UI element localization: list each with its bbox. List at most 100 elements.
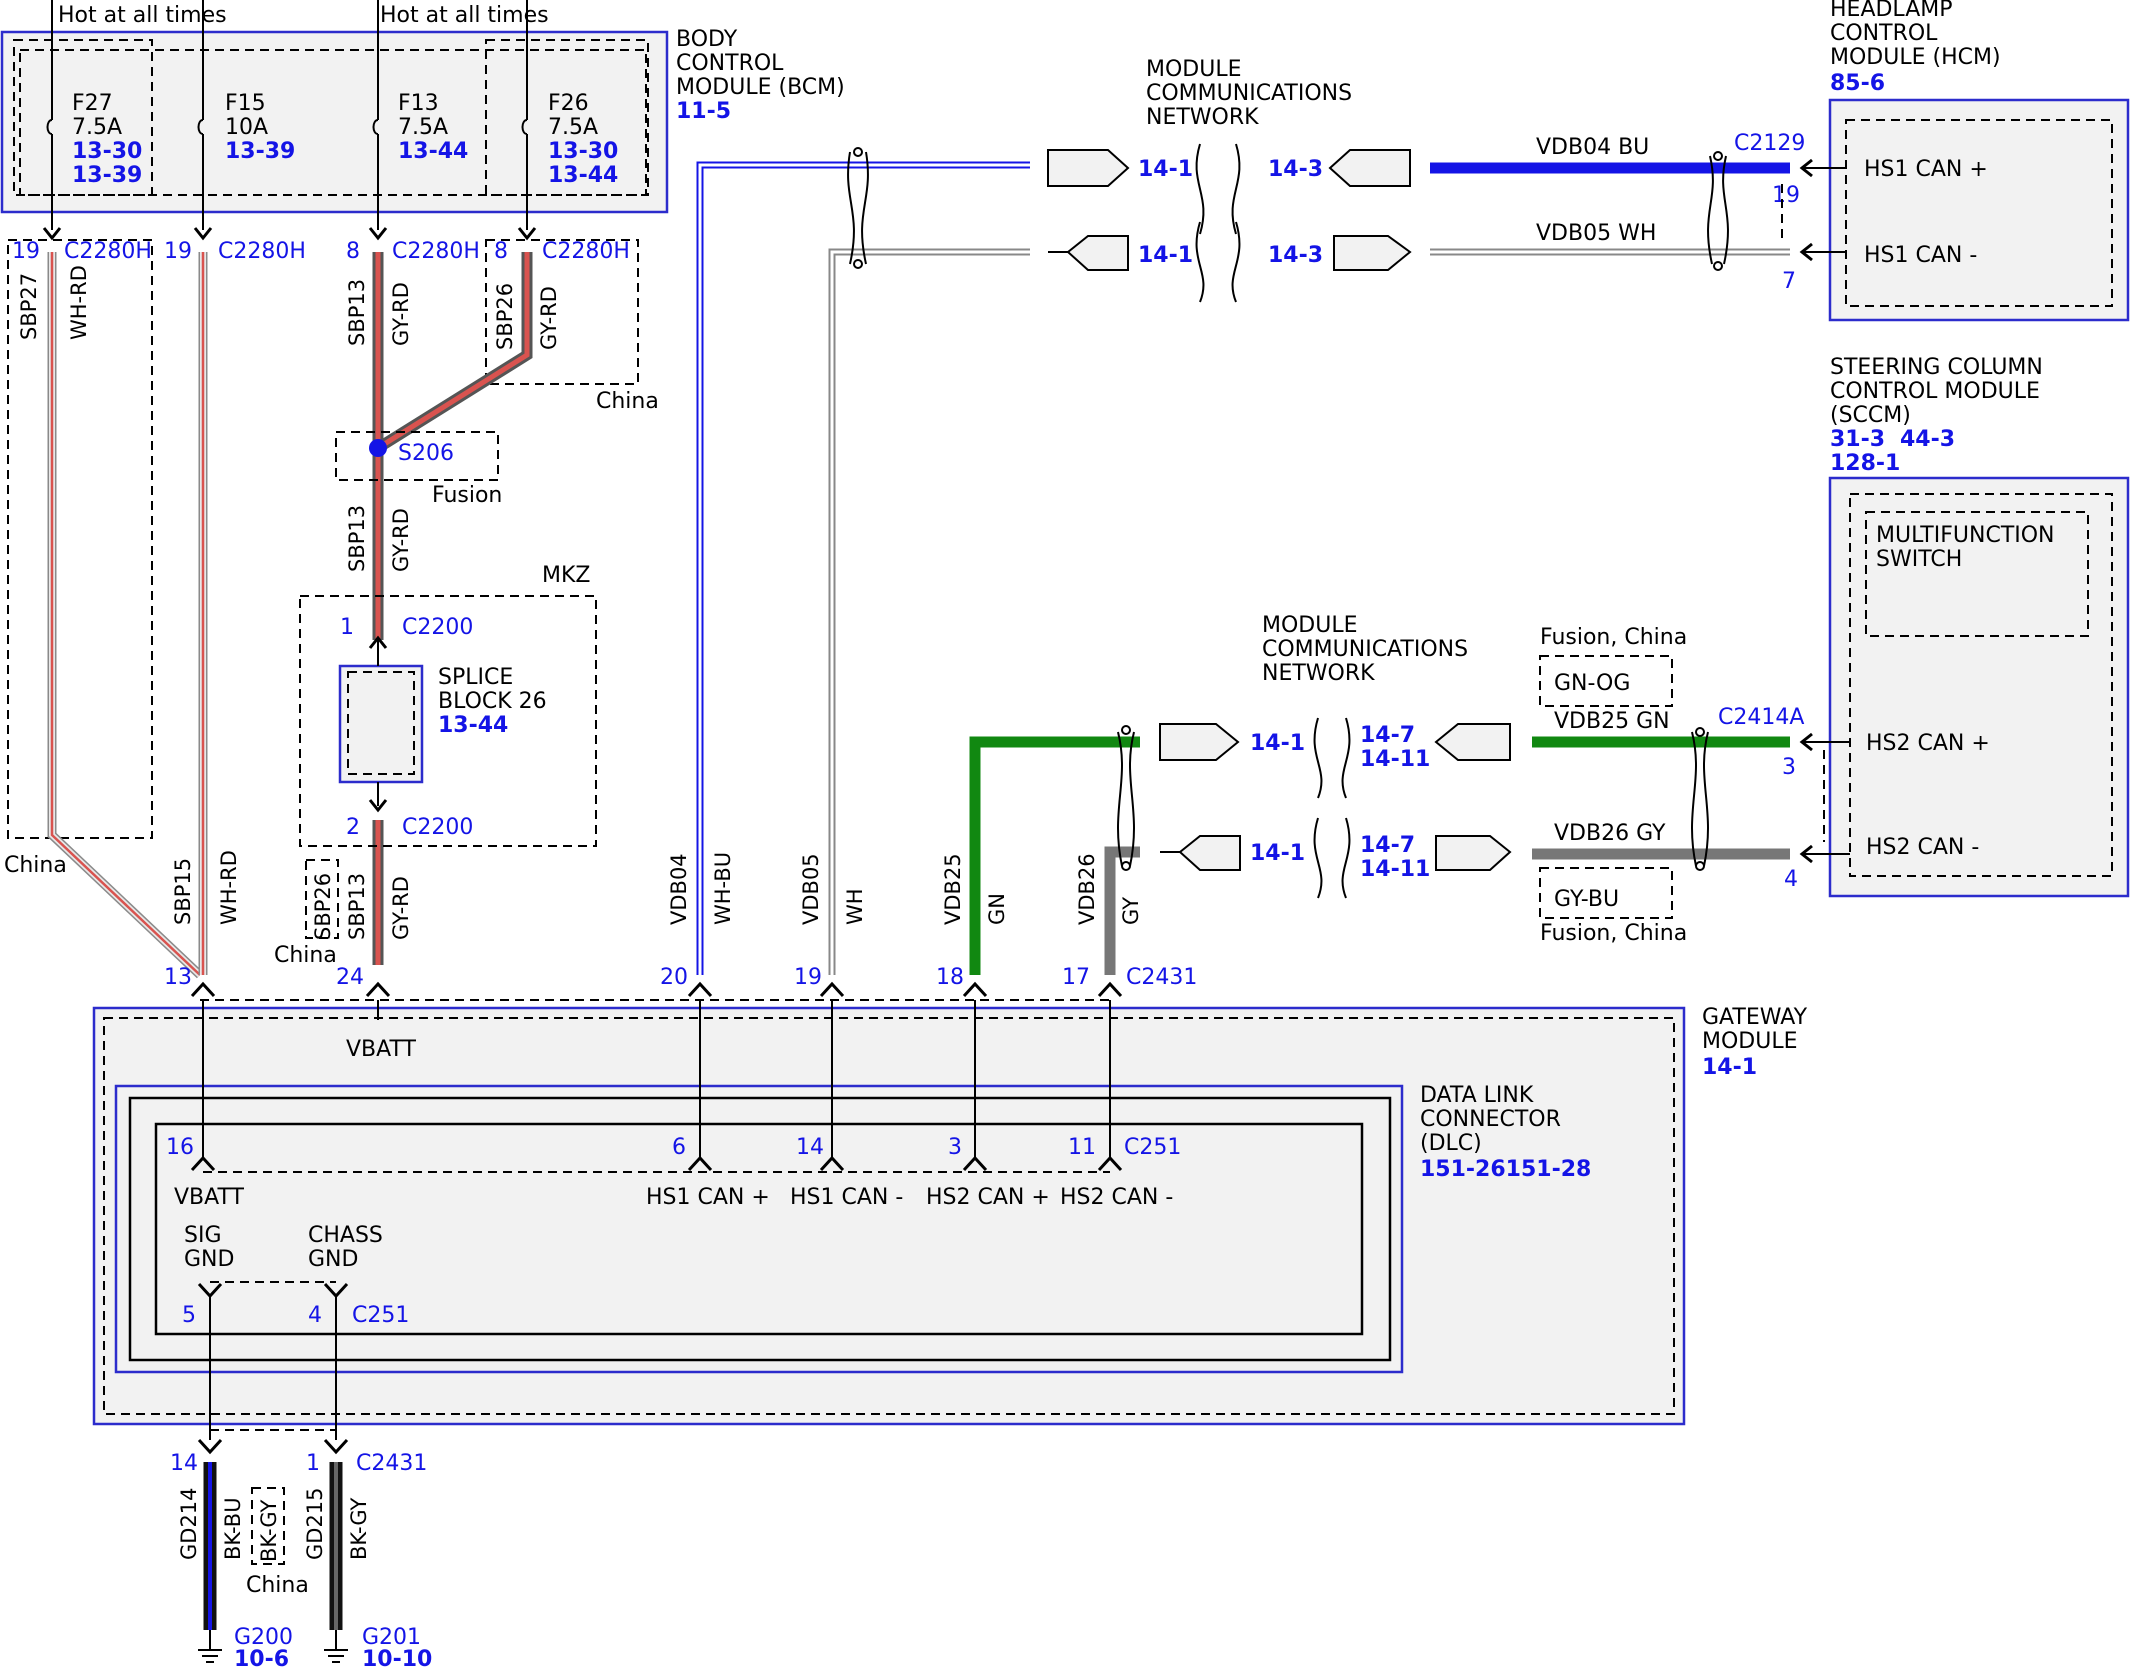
svg-text:F15: F15 bbox=[225, 91, 266, 116]
bcm-title: BODY CONTROL MODULE (BCM) 11-5 bbox=[676, 27, 845, 124]
svg-text:C2129: C2129 bbox=[1734, 131, 1805, 156]
wire-gd215: GD215 BK-GY bbox=[303, 1462, 371, 1630]
wire-sbp15: SBP15 WH-RD bbox=[171, 252, 241, 975]
svg-text:14-1: 14-1 bbox=[1138, 157, 1193, 182]
china-label-3: China bbox=[274, 943, 337, 968]
svg-text:C251: C251 bbox=[352, 1303, 409, 1328]
svg-text:4: 4 bbox=[308, 1303, 322, 1328]
svg-text:14-7: 14-7 bbox=[1360, 833, 1415, 858]
network-connector-top-2[interactable]: 14-1 14-3 bbox=[1048, 221, 1412, 303]
network-label-bottom: MODULE COMMUNICATIONS NETWORK bbox=[1262, 613, 1468, 686]
network-connector-bottom-1[interactable]: 14-1 14-7 14-11 bbox=[1159, 717, 1511, 799]
svg-text:HS1 CAN -: HS1 CAN - bbox=[1864, 243, 1977, 268]
svg-text:HS2 CAN -: HS2 CAN - bbox=[1060, 1185, 1173, 1210]
svg-text:VDB04 BU: VDB04 BU bbox=[1536, 135, 1649, 160]
svg-text:HEADLAMP: HEADLAMP bbox=[1830, 0, 1953, 22]
svg-text:HS2 CAN +: HS2 CAN + bbox=[1866, 731, 1990, 756]
svg-text:14-3: 14-3 bbox=[1268, 243, 1323, 268]
svg-text:STEERING COLUMN: STEERING COLUMN bbox=[1830, 355, 2043, 380]
svg-text:SBP13: SBP13 bbox=[345, 505, 369, 572]
svg-text:CONTROL: CONTROL bbox=[676, 51, 784, 76]
svg-text:NETWORK: NETWORK bbox=[1262, 661, 1375, 686]
svg-text:13-44: 13-44 bbox=[548, 163, 618, 188]
svg-text:17: 17 bbox=[1062, 965, 1090, 990]
svg-text:G201: G201 bbox=[362, 1625, 421, 1650]
svg-text:MODULE (BCM): MODULE (BCM) bbox=[676, 75, 845, 100]
svg-text:CONNECTOR: CONNECTOR bbox=[1420, 1107, 1561, 1132]
wire-vdb04-gateway: VDB04 WH-BU bbox=[667, 161, 1030, 975]
ground-g201: G201 10-10 bbox=[324, 1625, 432, 1668]
svg-text:GD215: GD215 bbox=[303, 1487, 327, 1560]
svg-text:CHASS: CHASS bbox=[308, 1223, 383, 1248]
svg-text:BK-GY: BK-GY bbox=[347, 1497, 371, 1560]
svg-text:China: China bbox=[246, 1573, 309, 1598]
svg-text:19: 19 bbox=[1772, 183, 1800, 208]
fusion-label: Fusion bbox=[432, 483, 502, 508]
mkz-label: MKZ bbox=[542, 563, 590, 588]
svg-text:WH-RD: WH-RD bbox=[67, 265, 91, 340]
svg-text:HS2 CAN -: HS2 CAN - bbox=[1866, 835, 1979, 860]
svg-text:4: 4 bbox=[1784, 867, 1798, 892]
svg-text:85-6: 85-6 bbox=[1830, 71, 1885, 96]
splice-s206 bbox=[369, 439, 387, 457]
network-connector-bottom-2[interactable]: 14-1 14-7 14-11 bbox=[1160, 817, 1512, 899]
svg-text:7.5A: 7.5A bbox=[72, 115, 122, 140]
china-label-2: China bbox=[596, 389, 659, 414]
dlc-title: DATA LINK CONNECTOR (DLC) 151-26151-28 bbox=[1420, 1083, 1591, 1182]
svg-text:HS1 CAN +: HS1 CAN + bbox=[646, 1185, 770, 1210]
svg-text:SBP27: SBP27 bbox=[17, 273, 41, 340]
svg-text:CONTROL: CONTROL bbox=[1830, 21, 1938, 46]
svg-text:10A: 10A bbox=[225, 115, 268, 140]
wire-vdb04-hcm: VDB04 BU C2129 bbox=[1430, 131, 1805, 174]
svg-text:F27: F27 bbox=[72, 91, 113, 116]
svg-text:C2431: C2431 bbox=[1126, 965, 1197, 990]
svg-text:C2414A: C2414A bbox=[1718, 705, 1804, 730]
gateway-ground-pins: 14 1 C2431 bbox=[170, 1429, 427, 1476]
ground-g200: G200 10-6 bbox=[198, 1625, 293, 1668]
wire-gd214: GD214 BK-BU BK-GY China bbox=[177, 1462, 309, 1630]
svg-text:C2280H: C2280H bbox=[64, 239, 152, 264]
svg-text:F13: F13 bbox=[398, 91, 439, 116]
svg-text:18: 18 bbox=[936, 965, 964, 990]
splice-s206-label: S206 bbox=[398, 441, 454, 466]
wire-vdb05-gateway: VDB05 WH bbox=[799, 248, 1030, 975]
svg-text:GY: GY bbox=[1119, 897, 1143, 925]
svg-text:GATEWAY: GATEWAY bbox=[1702, 1005, 1808, 1030]
svg-text:SPLICE: SPLICE bbox=[438, 665, 513, 690]
svg-text:5: 5 bbox=[182, 1303, 196, 1328]
svg-text:14-1: 14-1 bbox=[1250, 731, 1305, 756]
svg-text:C2431: C2431 bbox=[356, 1451, 427, 1476]
svg-text:13-44: 13-44 bbox=[398, 139, 468, 164]
svg-text:C251: C251 bbox=[1124, 1135, 1181, 1160]
wire-vdb25-sccm: VDB25 GN GN-OG Fusion, China bbox=[1532, 625, 1790, 748]
svg-text:VDB05: VDB05 bbox=[799, 853, 823, 925]
sbp26-alt-label: SBP26 bbox=[311, 873, 335, 940]
svg-text:C2280H: C2280H bbox=[218, 239, 306, 264]
svg-text:1: 1 bbox=[340, 615, 354, 640]
gateway-pins: 13 24 20 19 18 17 C2431 bbox=[164, 965, 1197, 998]
svg-text:6: 6 bbox=[672, 1135, 686, 1160]
multifunction-switch: MULTIFUNCTION bbox=[1876, 523, 2055, 548]
svg-text:GY-BU: GY-BU bbox=[1554, 887, 1619, 912]
bcm-pin-c2280h-8a: 8 C2280H bbox=[346, 227, 480, 264]
gateway-vbatt: VBATT bbox=[346, 1037, 417, 1062]
svg-text:19: 19 bbox=[12, 239, 40, 264]
china-label-1: China bbox=[4, 853, 67, 878]
svg-text:8: 8 bbox=[494, 239, 508, 264]
bcm-ref[interactable]: 11-5 bbox=[676, 99, 731, 124]
svg-text:COMMUNICATIONS: COMMUNICATIONS bbox=[1262, 637, 1468, 662]
svg-text:13-39: 13-39 bbox=[225, 139, 295, 164]
hot-at-all-times-label-1: Hot at all times bbox=[58, 3, 227, 28]
svg-text:SBP26: SBP26 bbox=[493, 283, 517, 350]
svg-text:SBP13: SBP13 bbox=[345, 279, 369, 346]
svg-text:BK-BU: BK-BU bbox=[221, 1497, 245, 1560]
svg-text:GY-RD: GY-RD bbox=[389, 876, 413, 940]
svg-text:Fusion, China: Fusion, China bbox=[1540, 921, 1687, 946]
network-connector-top-1[interactable]: 14-1 14-3 bbox=[1047, 143, 1411, 235]
svg-text:44-3: 44-3 bbox=[1900, 427, 1955, 452]
wire-vdb25-gateway: VDB25 GN bbox=[941, 736, 1140, 975]
svg-text:BODY: BODY bbox=[676, 27, 738, 52]
svg-text:GND: GND bbox=[308, 1247, 358, 1272]
svg-text:1: 1 bbox=[306, 1451, 320, 1476]
svg-text:MODULE: MODULE bbox=[1146, 57, 1242, 82]
